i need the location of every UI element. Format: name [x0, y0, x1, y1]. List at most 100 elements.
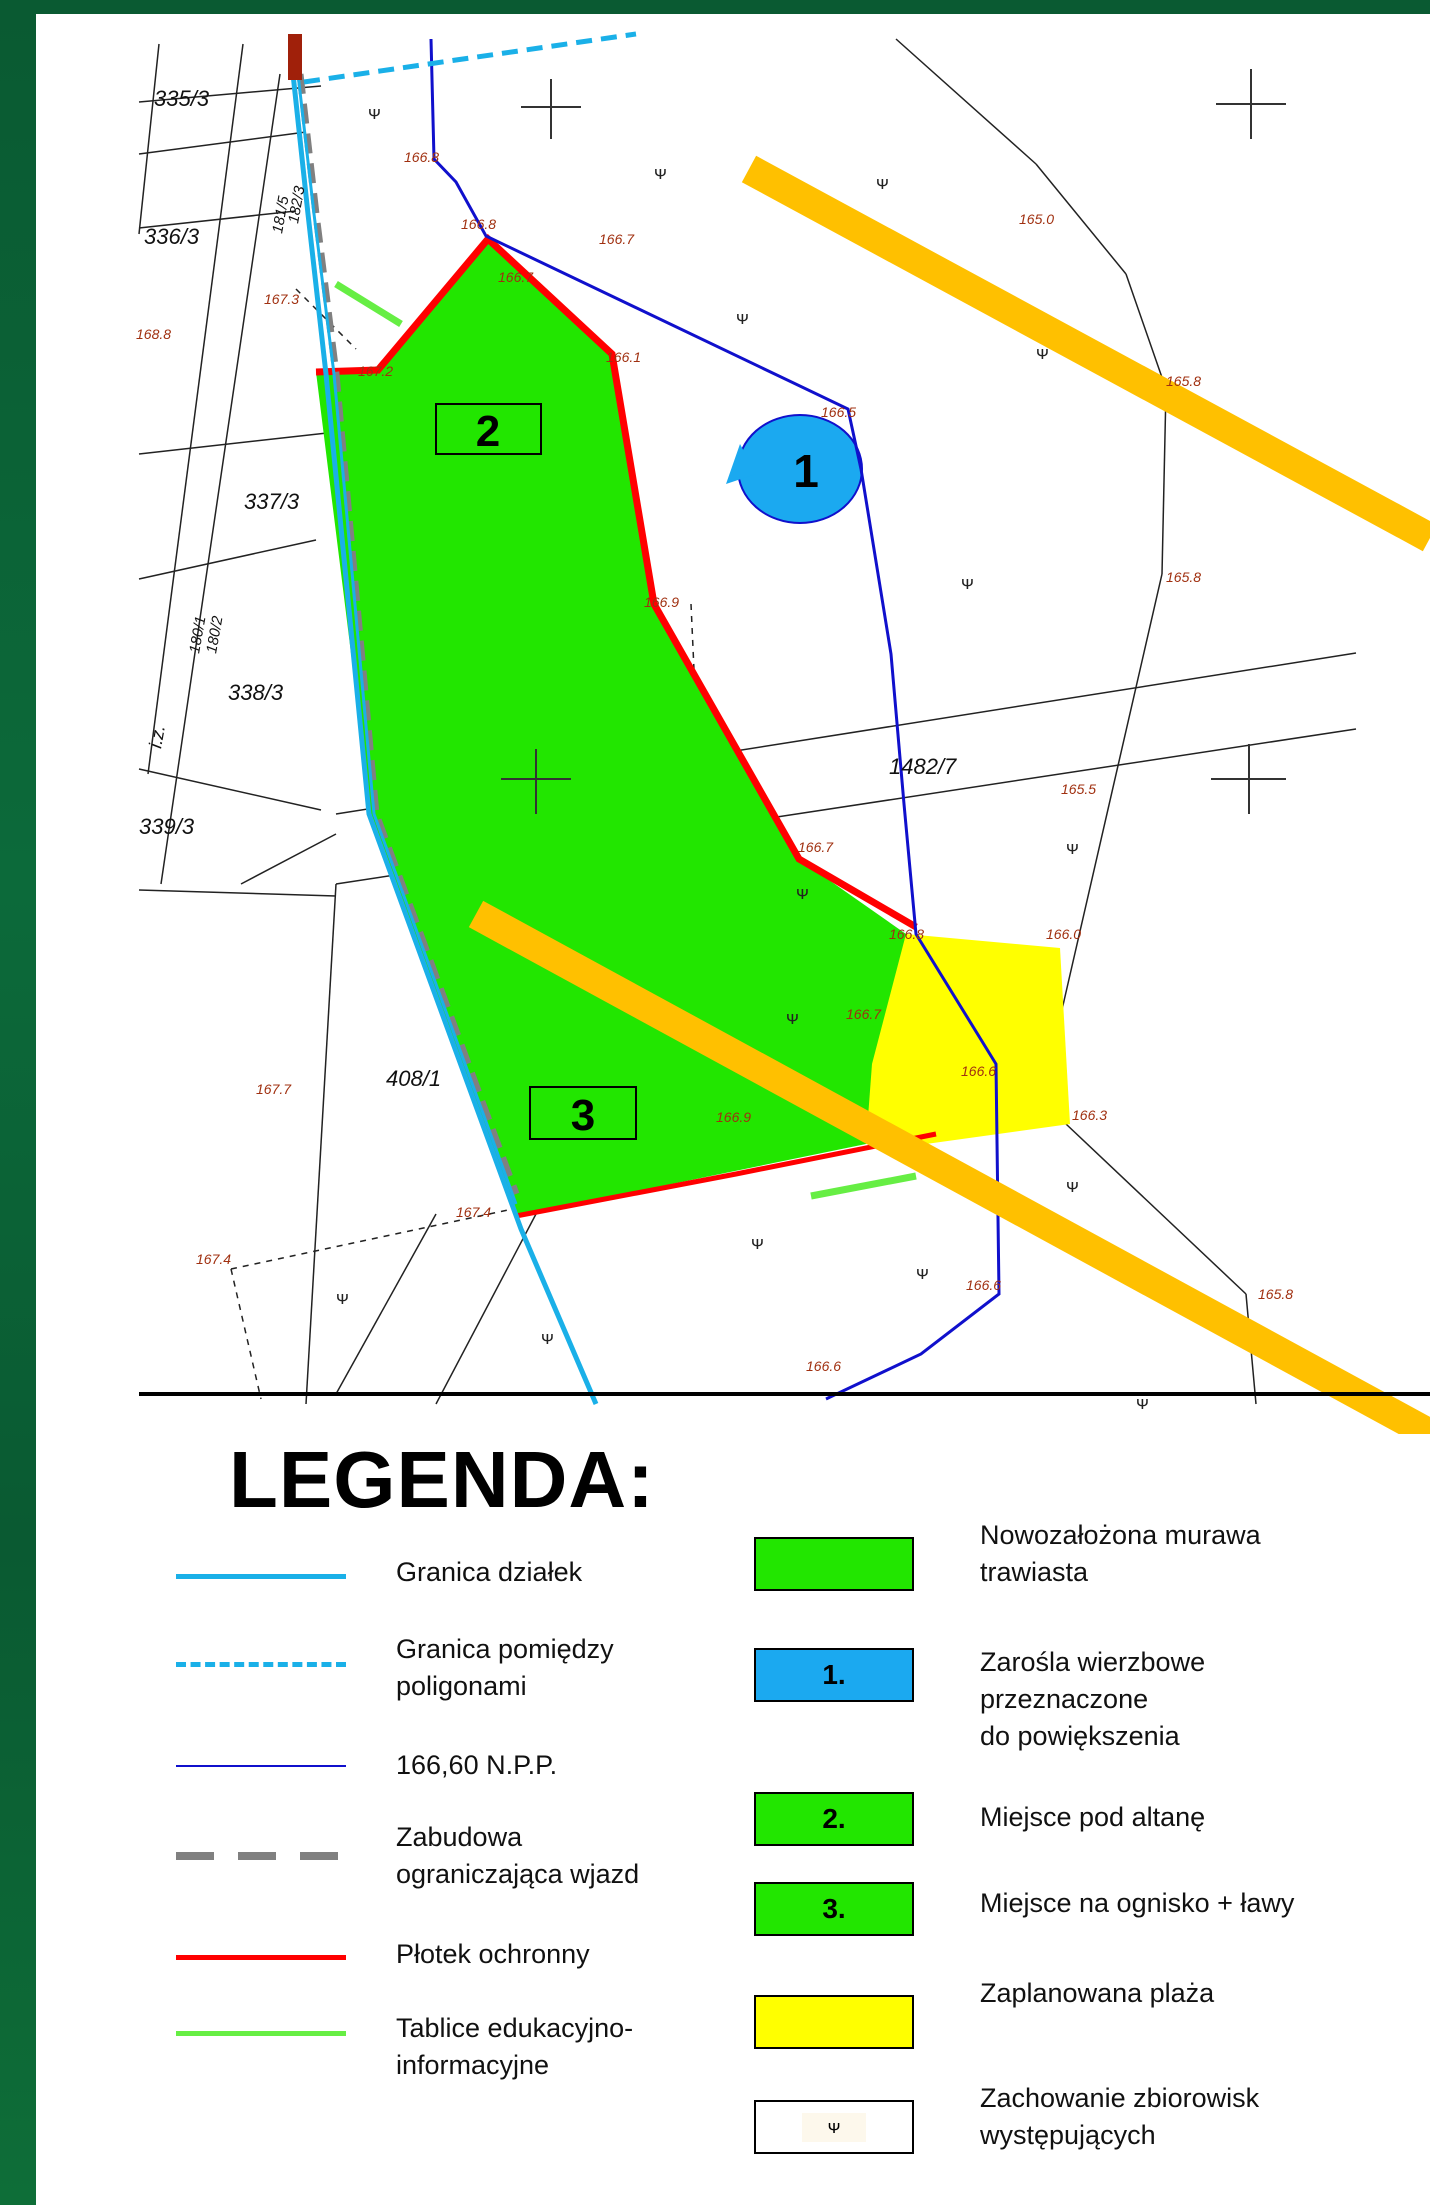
- parcel-label: 336/3: [144, 224, 200, 249]
- legend-building-limit-label: Zabudowa ograniczająca wjazd: [396, 1822, 640, 1889]
- grass-symbols: ᴪ ᴪ ᴪ ᴪ ᴪ ᴪ ᴪ ᴪ ᴪ ᴪ ᴪ ᴪ ᴪ ᴪ ᴪ: [336, 103, 1149, 1413]
- road-band-1: [741, 155, 1430, 552]
- willow-zone-number: 1: [793, 445, 819, 497]
- legend-boards-label: Tablice edukacyjno- informacyjne: [396, 2013, 634, 2080]
- elevation-label: 166.8: [889, 926, 924, 942]
- legend-grass-label: Zachowanie zbiorowisk występujących: [980, 2083, 1260, 2150]
- fireplace-zone-box: [529, 1086, 637, 1140]
- elevation-label: 167.7: [256, 1081, 292, 1097]
- elevation-label: 166.1: [606, 349, 641, 365]
- grass-symbol: ᴪ: [751, 1233, 764, 1253]
- elevation-label: 166.7: [798, 839, 834, 855]
- grass-symbol: ᴪ: [654, 163, 667, 183]
- parcel-border-line-2: [296, 73, 518, 1205]
- parcel-label: 408/1: [386, 1066, 441, 1091]
- rotated-parcel-label: 182/3: [285, 184, 308, 225]
- elevation-label: 165.0: [1019, 211, 1054, 227]
- legend-willow-label: Zarośla wierzbowe przeznaczone do powięk…: [980, 1647, 1206, 1751]
- grass-icon: ᴪ: [801, 2112, 867, 2142]
- education-board-1: [334, 281, 403, 327]
- grass-symbol: ᴪ: [961, 573, 974, 593]
- elevation-label: 166.8: [461, 216, 496, 232]
- legend-polygon-boundary-symbol: [176, 1662, 346, 1667]
- site-plan-map: 2 3 1 335/3 336/3 337/3 338/3 339/3 1482…: [136, 31, 1430, 1434]
- crosshairs: [501, 69, 1286, 814]
- elevation-label: 166.7: [599, 231, 635, 247]
- map-panel: 2 3 1 335/3 336/3 337/3 338/3 339/3 1482…: [36, 14, 1430, 2205]
- legend-boards-symbol: [176, 2031, 346, 2036]
- elevation-label: 166.7: [498, 269, 534, 285]
- grass-symbol: ᴪ: [736, 308, 749, 328]
- legend-willow-box: 1.: [754, 1648, 914, 1702]
- elevation-label: 166.6: [806, 1358, 841, 1374]
- elevation-label: 167.4: [456, 1204, 491, 1220]
- elevation-label: 166.9: [716, 1109, 751, 1125]
- npp-line: [429, 38, 1001, 1401]
- gazebo-zone-number: 2: [476, 407, 500, 456]
- legend-polygon-boundary-label: Granica pomiędzy poligonami: [396, 1634, 614, 1701]
- legend-building-limit-symbol: [176, 1852, 346, 1860]
- vertical-label: i.z.: [145, 724, 169, 750]
- new-lawn-area: [316, 239, 906, 1216]
- legend-fence-symbol: [176, 1955, 346, 1960]
- education-board-2: [810, 1172, 917, 1200]
- elevation-label: 166.6: [961, 1063, 996, 1079]
- legend-beach-box: [754, 1995, 914, 2049]
- legend-fireplace-box: 3.: [754, 1882, 914, 1936]
- grass-symbol: ᴪ: [1136, 1393, 1149, 1413]
- elevation-label: 168.8: [136, 326, 171, 342]
- grass-symbol: ᴪ: [876, 173, 889, 193]
- elevation-label: 166.7: [846, 1006, 882, 1022]
- legend-fireplace-label: Miejsce na ognisko + ławy: [980, 1888, 1295, 1918]
- rotated-parcel-label: 181/5: [269, 194, 292, 235]
- parcel-border-line: [290, 73, 599, 1405]
- rotated-parcel-label: 180/2: [203, 614, 226, 655]
- grass-symbol: ᴪ: [1066, 838, 1079, 858]
- planned-beach-area: [866, 934, 1070, 1144]
- legend-gazebo-label: Miejsce pod altanę: [980, 1802, 1206, 1832]
- legend-npp-label: 166,60 N.P.P.: [396, 1750, 558, 1780]
- elevation-label: 166.5: [821, 404, 856, 420]
- parcel-label: 339/3: [139, 814, 195, 839]
- elevation-label: 167.3: [264, 291, 299, 307]
- parcel-boundaries: [138, 38, 1357, 1405]
- protective-fence-line-south: [515, 1131, 937, 1219]
- legend-lawn-label: Nowozałożona murawa trawiasta: [980, 1520, 1261, 1587]
- parcel-label: 335/3: [154, 86, 210, 111]
- elevation-label: 167.4: [196, 1251, 231, 1267]
- legend-fence-label: Płotek ochronny: [396, 1939, 590, 1969]
- elevation-label: 165.5: [1061, 781, 1096, 797]
- elevation-label: 166.6: [966, 1277, 1001, 1293]
- grass-symbol: ᴪ: [1036, 343, 1049, 363]
- grass-symbol: ᴪ: [336, 1288, 349, 1308]
- elevation-label: 166.0: [1046, 926, 1081, 942]
- elevation-label: 165.8: [1258, 1286, 1293, 1302]
- legend-gazebo-box: 2.: [754, 1792, 914, 1846]
- top-marker: [288, 34, 302, 80]
- parcel-label: 338/3: [228, 680, 284, 705]
- elevation-label: 165.8: [1166, 373, 1201, 389]
- elevation-label: 165.8: [1166, 569, 1201, 585]
- grass-symbol: ᴪ: [368, 103, 381, 123]
- elevation-label: 167.2: [358, 363, 393, 379]
- legend-parcel-border-label: Granica działek: [396, 1557, 583, 1587]
- legend-npp-symbol: [176, 1765, 346, 1767]
- parcel-label: 337/3: [244, 489, 300, 514]
- parcel-label: 1482/7: [889, 754, 957, 779]
- road-band-2: [468, 900, 1430, 1434]
- fireplace-zone-number: 3: [571, 1091, 595, 1140]
- legend-beach-label: Zaplanowana plaża: [980, 1978, 1215, 2008]
- grass-symbol: ᴪ: [786, 1008, 799, 1028]
- legend-grass-box: ᴪ: [754, 2100, 914, 2154]
- legend-lawn-box: [754, 1537, 914, 1591]
- grass-symbol: ᴪ: [796, 883, 809, 903]
- elevation-label: 166.8: [404, 149, 439, 165]
- gazebo-zone-box: [435, 403, 542, 455]
- grass-symbol: ᴪ: [541, 1328, 554, 1348]
- elevation-label: 166.3: [1072, 1107, 1107, 1123]
- grass-symbol: ᴪ: [916, 1263, 929, 1283]
- legend-parcel-border-symbol: [176, 1574, 346, 1579]
- grass-symbol: ᴪ: [1066, 1176, 1079, 1196]
- polygon-boundary-line: [303, 31, 637, 85]
- rotated-parcel-label: 180/1: [186, 615, 209, 655]
